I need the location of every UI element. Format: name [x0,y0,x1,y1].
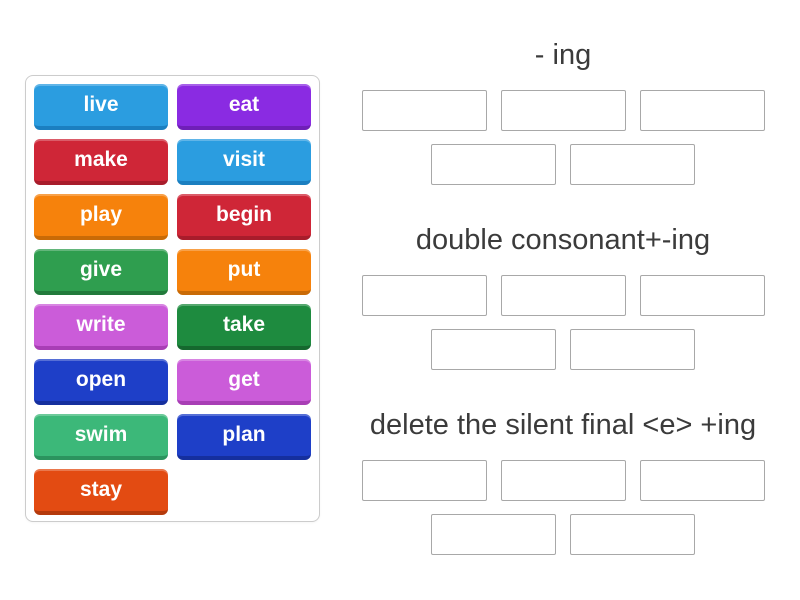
drop-slot[interactable] [639,90,765,131]
drop-slot[interactable] [570,329,695,370]
drop-slot[interactable] [431,144,556,185]
drop-slot[interactable] [431,329,556,370]
slot-row [361,460,765,501]
slot-row [361,275,765,316]
drop-slot[interactable] [500,460,626,501]
drop-slot[interactable] [500,275,626,316]
word-tile[interactable]: begin [177,194,311,240]
word-tile[interactable]: plan [177,414,311,460]
drop-slot[interactable] [361,460,487,501]
word-tile[interactable]: write [34,304,168,350]
drop-slot[interactable] [361,90,487,131]
word-tile[interactable]: give [34,249,168,295]
drop-slot[interactable] [639,460,765,501]
word-tile[interactable]: make [34,139,168,185]
category-group: double consonant+-ing [340,219,786,370]
category-title: delete the silent final <e> +ing [369,409,757,441]
drop-slot[interactable] [570,514,695,555]
category-group: delete the silent final <e> +ing [340,404,786,555]
category-title: - ing [534,39,592,71]
drop-slot[interactable] [570,144,695,185]
word-tile[interactable]: get [177,359,311,405]
slot-row [431,144,695,185]
word-tile[interactable]: visit [177,139,311,185]
word-tile[interactable]: take [177,304,311,350]
slot-row [361,90,765,131]
category-groups: - ing double consonant+-ing delete the s… [340,34,786,555]
slot-row [431,329,695,370]
drop-slot[interactable] [361,275,487,316]
word-tile[interactable]: play [34,194,168,240]
drop-slot[interactable] [500,90,626,131]
word-tile[interactable]: put [177,249,311,295]
word-tile[interactable]: live [34,84,168,130]
drop-slot[interactable] [639,275,765,316]
category-title: double consonant+-ing [415,224,711,256]
category-group: - ing [340,34,786,185]
word-tile[interactable]: eat [177,84,311,130]
slot-row [431,514,695,555]
drop-slot[interactable] [431,514,556,555]
word-tile[interactable]: swim [34,414,168,460]
word-tile[interactable]: stay [34,469,168,515]
word-tile[interactable]: open [34,359,168,405]
